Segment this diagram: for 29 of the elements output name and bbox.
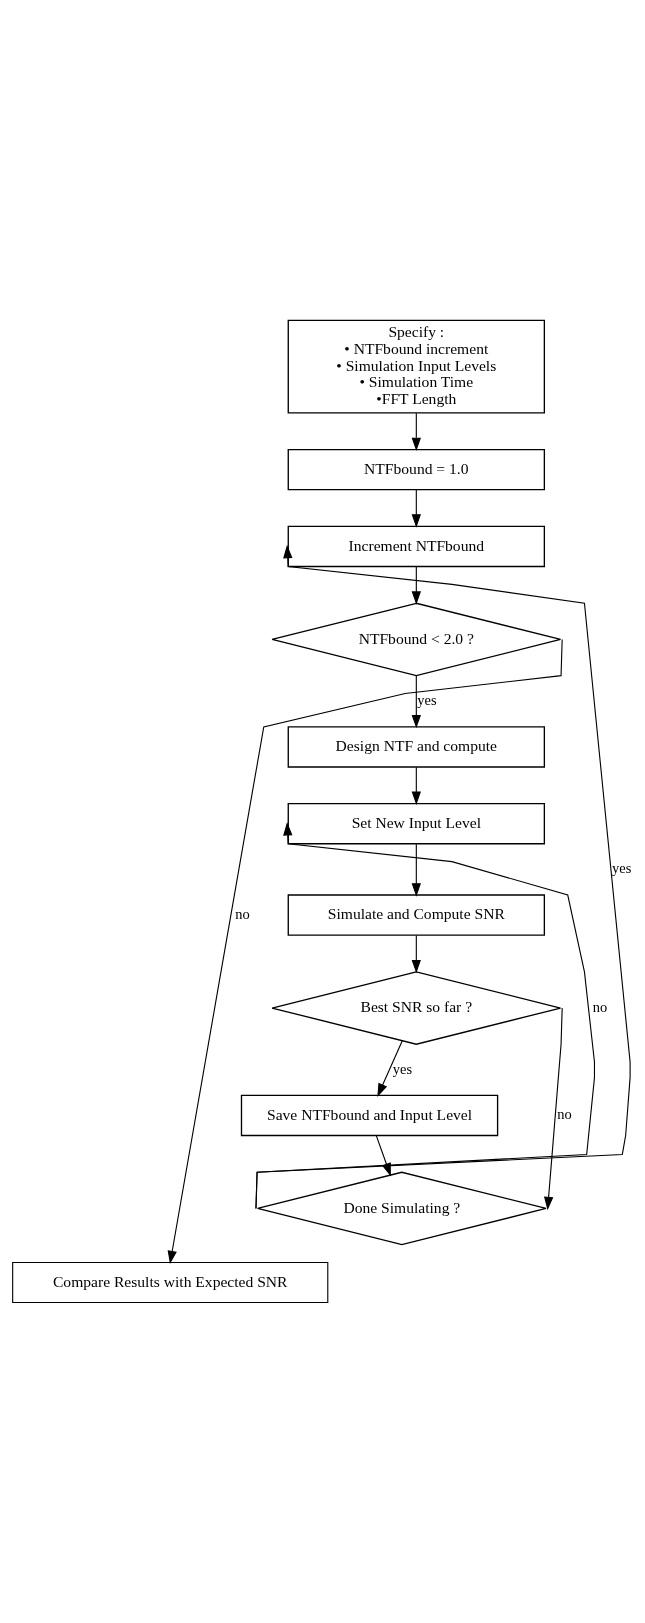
edge-label: no bbox=[592, 998, 608, 1015]
edge-label: yes bbox=[392, 1060, 413, 1077]
edge-label: yes bbox=[612, 860, 632, 877]
arrow bbox=[377, 1040, 403, 1097]
arrow bbox=[255, 544, 631, 1209]
node-box: NTFbound = 1.0 bbox=[287, 448, 546, 491]
node-box: Increment NTFbound bbox=[287, 525, 546, 568]
node-box: Save NTFbound and Input Level bbox=[240, 1094, 499, 1137]
arrow bbox=[411, 934, 421, 974]
arrow bbox=[411, 566, 421, 605]
arrow bbox=[411, 489, 421, 528]
arrow bbox=[167, 638, 563, 1265]
arrow bbox=[411, 412, 421, 452]
node-box: Set New Input Level bbox=[287, 803, 546, 845]
node-box: Simulate and Compute SNR bbox=[287, 894, 546, 936]
arrow bbox=[255, 822, 596, 1209]
arrow bbox=[411, 843, 421, 897]
node-diamond: NTFbound < 2.0 ? bbox=[271, 602, 562, 677]
edge-label: yes bbox=[417, 692, 437, 709]
edge-label: no bbox=[235, 905, 250, 922]
arrow bbox=[544, 1007, 563, 1211]
node-box: Specify : • NTFbound increment • Simulation Input Levels • Simulation Time •FFT Length bbox=[287, 319, 546, 414]
node-box: Design NTF and compute bbox=[287, 726, 546, 768]
node-diamond: Done Simulating ? bbox=[256, 1171, 547, 1246]
arrow bbox=[411, 675, 421, 729]
node-diamond: Best SNR so far ? bbox=[271, 971, 562, 1045]
node-box: Compare Results with Expected SNR bbox=[12, 1261, 329, 1304]
arrow bbox=[411, 766, 421, 805]
edge-label: no bbox=[557, 1106, 572, 1123]
